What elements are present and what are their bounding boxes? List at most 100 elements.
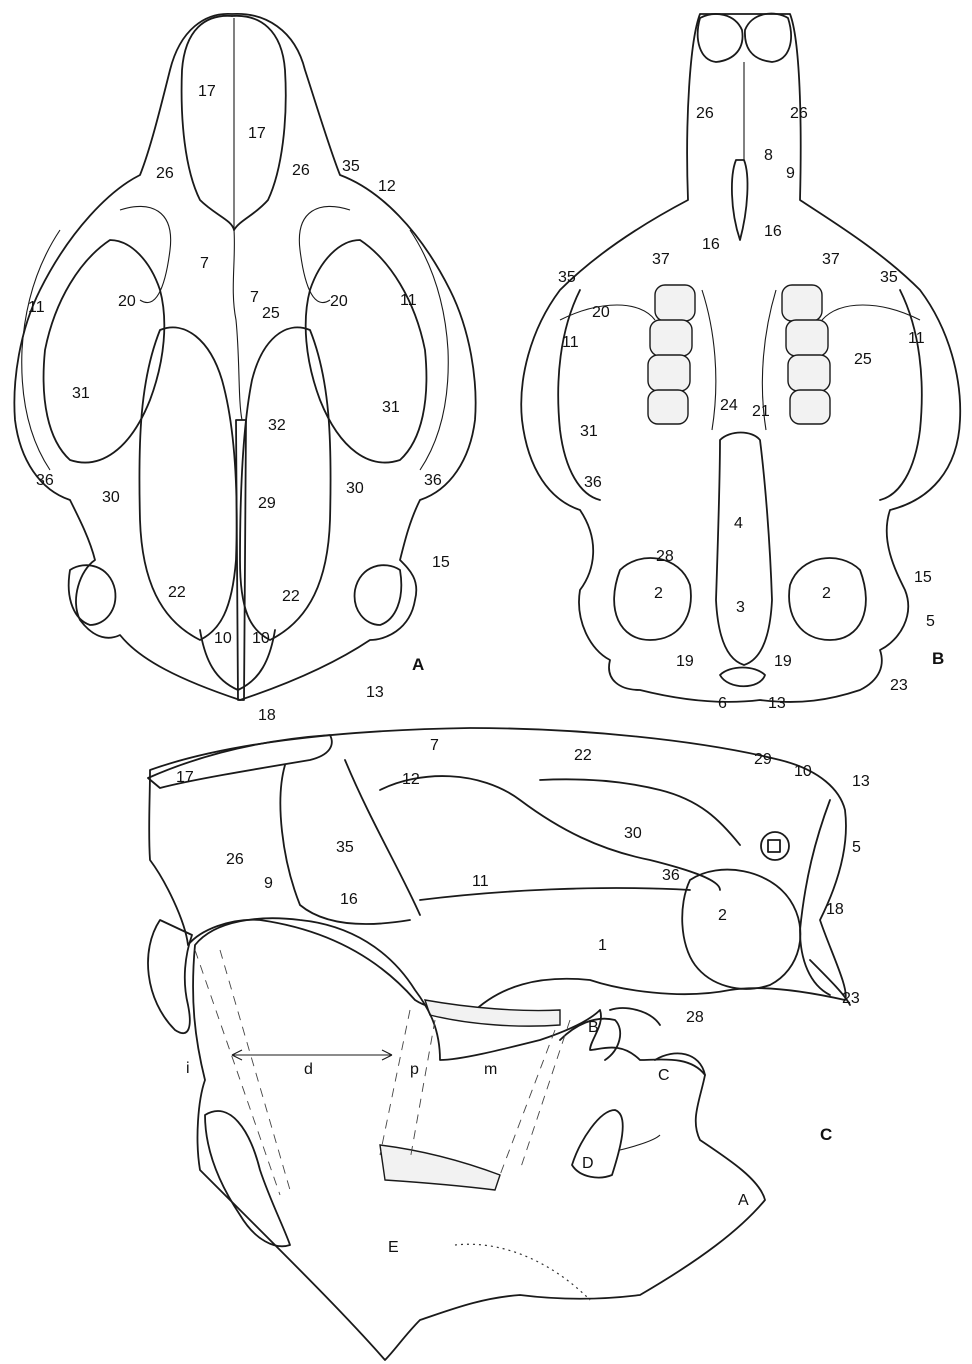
bulla-lateral: [682, 870, 800, 989]
label: 11: [400, 292, 417, 309]
label: 26: [226, 851, 244, 868]
label: 15: [432, 554, 450, 571]
label: 29: [754, 751, 772, 768]
label: 2: [718, 907, 727, 924]
label: 26: [292, 162, 310, 179]
upper-molar-row: [425, 1000, 560, 1026]
label: 20: [592, 304, 610, 321]
panel-a-dorsal-view: 17 17 26 26 35 12 7 7 25 20 20 11 11 31 …: [14, 14, 475, 724]
label: 5: [852, 839, 861, 856]
label: 6: [718, 695, 727, 712]
label: C: [658, 1067, 670, 1084]
label: 22: [282, 588, 300, 605]
label: 17: [176, 769, 194, 786]
label: 13: [366, 684, 384, 701]
label: 37: [652, 251, 670, 268]
label: 35: [558, 269, 576, 286]
label: 16: [702, 236, 720, 253]
label: 3: [736, 599, 745, 616]
label: 13: [768, 695, 786, 712]
label: 5: [926, 613, 935, 630]
label: 7: [430, 737, 439, 754]
label: 26: [696, 105, 714, 122]
label: 25: [262, 305, 280, 322]
label: 29: [258, 495, 276, 512]
label: 19: [676, 653, 694, 670]
label: 18: [258, 707, 276, 724]
label: i: [186, 1060, 190, 1077]
label: 30: [102, 489, 120, 506]
label: 9: [786, 165, 795, 182]
label: 4: [734, 515, 743, 532]
panel-b-ventral-view: 26 26 8 9 16 16 37 37 35 35 20 11 11 25 …: [521, 14, 960, 712]
label: 28: [686, 1009, 704, 1026]
label: 10: [794, 763, 812, 780]
orbit-right: [306, 240, 427, 463]
panel-label-b: B: [932, 649, 944, 668]
label: 12: [402, 771, 420, 788]
label: 23: [890, 677, 908, 694]
panel-c-lateral-view: 7 22 29 10 13 17 12 26 35 30 5 9 16 11 3…: [148, 728, 870, 1360]
label: 30: [624, 825, 642, 842]
panel-label-a: A: [412, 655, 424, 674]
label: 36: [36, 472, 54, 489]
label: 11: [908, 330, 925, 347]
molar-row-left: [648, 285, 695, 424]
label: 7: [200, 255, 209, 272]
panel-label-c: C: [820, 1125, 832, 1144]
label: 35: [336, 839, 354, 856]
label: 20: [330, 293, 348, 310]
label: 22: [574, 747, 592, 764]
label: 10: [214, 630, 232, 647]
label: 26: [156, 165, 174, 182]
label: 16: [340, 891, 358, 908]
nasal-bone-right: [232, 16, 286, 230]
label: 21: [752, 403, 770, 420]
label: A: [738, 1192, 749, 1209]
label: 36: [424, 472, 442, 489]
label: 8: [764, 147, 773, 164]
bulla-left: [614, 558, 691, 640]
lower-molar-row: [380, 1145, 500, 1190]
label: m: [484, 1061, 497, 1078]
label: 2: [654, 585, 663, 602]
label: 36: [584, 474, 602, 491]
label: 35: [880, 269, 898, 286]
panel-c-labels: 7 22 29 10 13 17 12 26 35 30 5 9 16 11 3…: [176, 737, 870, 1026]
mandible: [193, 918, 765, 1360]
label: 1: [598, 937, 607, 954]
label: 15: [914, 569, 932, 586]
label: 10: [252, 630, 270, 647]
label: 20: [118, 293, 136, 310]
label: 19: [774, 653, 792, 670]
label: 17: [198, 83, 216, 100]
label: 25: [854, 351, 872, 368]
label: 28: [656, 548, 674, 565]
label: 31: [72, 385, 90, 402]
lower-incisor: [205, 1111, 290, 1246]
label: 13: [852, 773, 870, 790]
label: 32: [268, 417, 286, 434]
label: E: [388, 1239, 399, 1256]
label: 31: [580, 423, 598, 440]
mandible-labels: B C D A E: [388, 1019, 749, 1256]
label: 16: [764, 223, 782, 240]
parietal-left: [139, 327, 236, 640]
label: B: [588, 1019, 599, 1036]
label: 22: [168, 584, 186, 601]
molar-row-right: [782, 285, 830, 424]
upper-incisor: [148, 920, 192, 1033]
label: d: [304, 1061, 313, 1078]
label: 35: [342, 158, 360, 175]
panel-a-labels: 17 17 26 26 35 12 7 7 25 20 20 11 11 31 …: [28, 83, 450, 724]
label: 24: [720, 397, 738, 414]
mandible-fossa: [572, 1110, 623, 1178]
label: 7: [250, 289, 259, 306]
label: 11: [28, 299, 45, 316]
orbit-left: [44, 240, 165, 463]
label: 26: [790, 105, 808, 122]
label: 36: [662, 867, 680, 884]
label: 30: [346, 480, 364, 497]
label: 31: [382, 399, 400, 416]
